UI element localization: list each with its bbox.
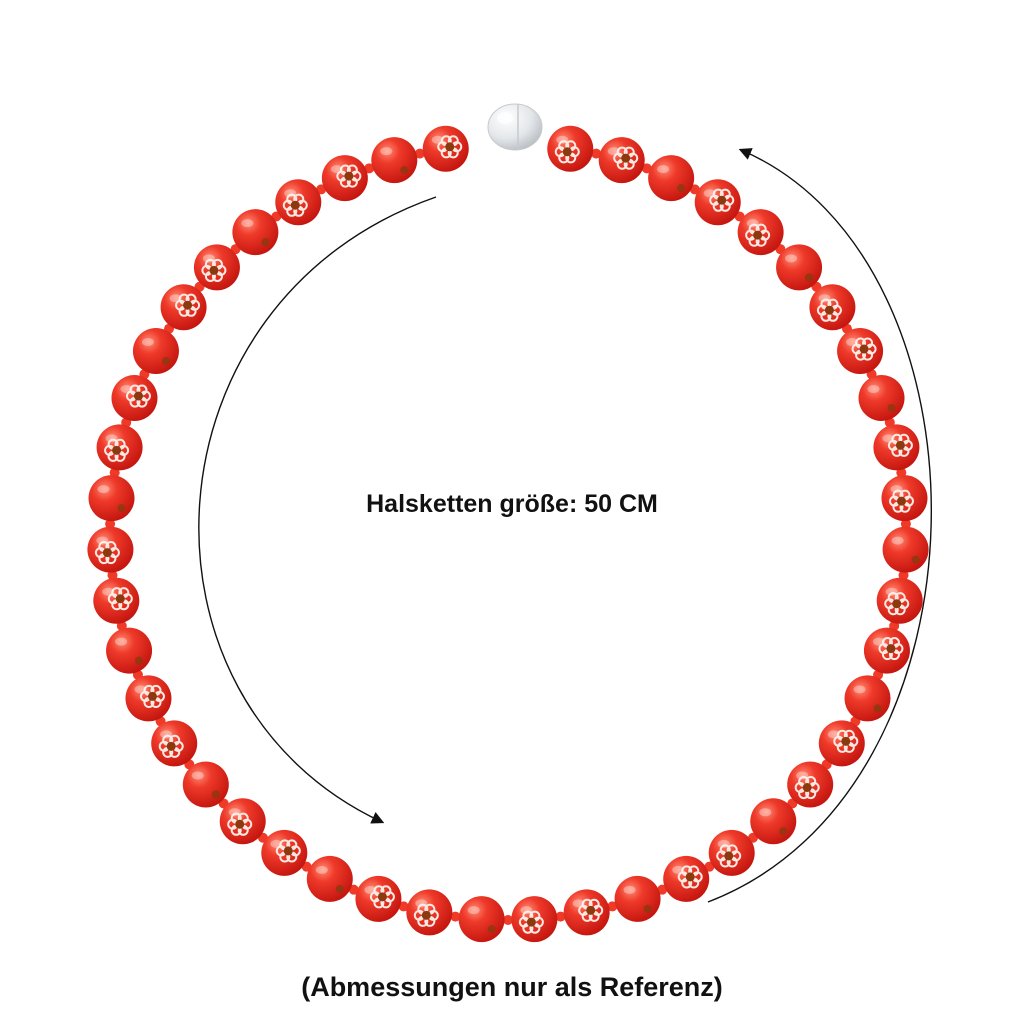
glass-bead (737, 209, 784, 256)
spacer-bead (641, 163, 652, 174)
glass-bead (663, 855, 710, 902)
flower-motif-icon (125, 384, 151, 408)
spacer-bead (364, 163, 375, 174)
glass-beads (87, 125, 929, 943)
flower-motif-icon (104, 438, 130, 462)
glass-bead (809, 284, 856, 331)
glass-bead (787, 761, 834, 808)
glass-bead (193, 244, 240, 291)
reference-note: (Abmessungen nur als Referenz) (301, 972, 723, 1002)
glass-bead (422, 125, 469, 172)
flower-motif-icon (227, 812, 253, 836)
glass-bead (106, 627, 153, 674)
left-arrow-icon (198, 196, 437, 824)
flower-motif-icon (107, 587, 133, 611)
flower-motif-icon (175, 293, 201, 317)
flower-motif-icon (716, 844, 742, 868)
spacer-bead (503, 915, 513, 925)
glass-bead (151, 720, 198, 767)
glass-bead (93, 577, 140, 624)
glass-bead (563, 889, 610, 936)
glass-bead (882, 526, 929, 573)
spacer-bead (450, 911, 461, 922)
glass-bead (96, 424, 143, 471)
flower-motif-icon (884, 592, 910, 616)
flower-motif-icon (158, 734, 184, 758)
spacer-bead (555, 911, 566, 922)
glass-bead (182, 761, 229, 808)
glass-bead (648, 155, 695, 202)
glass-bead (406, 889, 453, 936)
flower-motif-icon (578, 898, 604, 922)
spacer-bead (348, 884, 359, 895)
glass-bead (844, 675, 891, 722)
glass-bead (87, 526, 134, 573)
glass-bead (321, 155, 368, 202)
glass-bead (694, 179, 741, 226)
glass-bead (818, 720, 865, 767)
flower-motif-icon (878, 637, 904, 661)
glass-bead (88, 475, 135, 522)
flower-motif-icon (677, 865, 703, 889)
flower-motif-icon (275, 839, 301, 863)
flower-motif-icon (94, 541, 120, 565)
clasp-icon (487, 103, 543, 151)
spacer-bead (591, 148, 602, 159)
glass-bead (275, 179, 322, 226)
glass-bead (261, 829, 308, 876)
flower-motif-icon (201, 258, 227, 282)
glass-bead (858, 375, 905, 422)
flower-motif-icon (709, 188, 735, 212)
right-arrow-icon (707, 148, 932, 903)
glass-bead (219, 798, 266, 845)
glass-bead (355, 875, 402, 922)
glass-bead (776, 244, 823, 291)
glass-bead (232, 209, 279, 256)
glass-bead (598, 137, 645, 184)
spacer-bead (414, 148, 425, 159)
glass-bead (876, 577, 923, 624)
glass-bead (614, 875, 661, 922)
flower-motif-icon (139, 684, 165, 708)
flower-motif-icon (437, 135, 463, 159)
flower-motif-icon (833, 729, 859, 753)
spacer-bead (105, 518, 116, 529)
glass-bead (511, 896, 558, 943)
flower-motif-icon (888, 489, 914, 513)
flower-motif-icon (518, 910, 544, 934)
glass-bead (306, 855, 353, 902)
glass-bead (863, 627, 910, 674)
necklace-size-label: Halsketten größe: 50 CM (366, 490, 658, 518)
flower-motif-icon (282, 193, 308, 217)
glass-bead (125, 675, 172, 722)
spacer-bead (607, 901, 618, 912)
flower-motif-icon (336, 164, 362, 188)
glass-bead (371, 137, 418, 184)
glass-bead (750, 798, 797, 845)
flower-motif-icon (816, 298, 842, 322)
glass-bead (837, 328, 884, 375)
flower-motif-icon (851, 337, 877, 361)
spacer-bead (900, 518, 911, 529)
glass-bead (160, 284, 207, 331)
flower-motif-icon (745, 223, 771, 247)
flower-motif-icon (413, 903, 439, 927)
glass-bead (547, 125, 594, 172)
flower-motif-icon (369, 885, 395, 909)
flower-motif-icon (613, 146, 639, 170)
flower-motif-icon (887, 433, 913, 457)
flower-motif-icon (794, 775, 820, 800)
glass-bead (111, 375, 158, 422)
glass-bead (458, 896, 505, 943)
glass-bead (132, 328, 179, 375)
spacer-bead (657, 884, 668, 895)
glass-bead (708, 829, 755, 876)
glass-bead (873, 424, 920, 471)
flower-motif-icon (554, 140, 580, 164)
glass-bead (881, 475, 928, 522)
spacer-bead (398, 901, 409, 912)
